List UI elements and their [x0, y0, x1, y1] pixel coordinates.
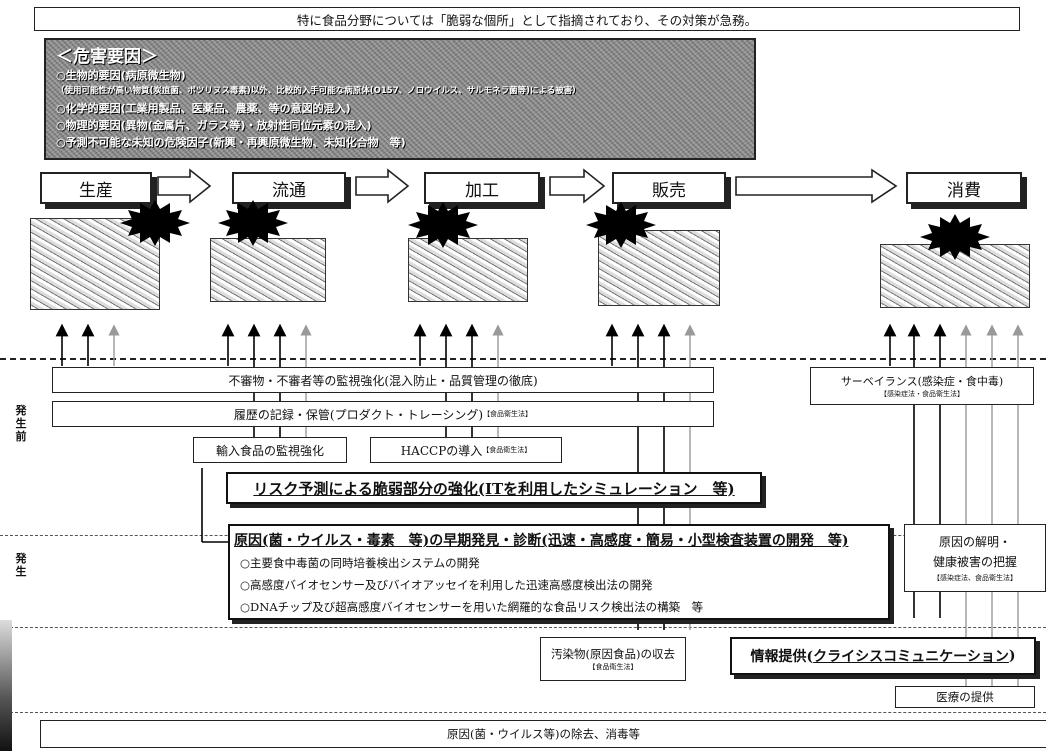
medical-text: 医療の提供 — [936, 690, 994, 704]
hazard-burst-icon — [920, 214, 990, 260]
early-detection-title: 原因(菌・ウイルス・毒素 等)の早期発見・診断(迅速・高感度・簡易・小型検査装置… — [234, 533, 849, 549]
stage-production: 生産 — [40, 172, 152, 204]
surveillance-law: 【感染症法・食品衛生法】 — [880, 390, 964, 398]
processing-illustration — [408, 238, 528, 302]
header-banner: 特に食品分野については「脆弱な個所」として指摘されており、その対策が急務。 — [34, 7, 1020, 31]
monitoring-text: 不審物・不審者等の監視強化(混入防止・品質管理の徹底) — [228, 373, 538, 388]
side-gradient-bar — [0, 620, 12, 751]
disinfection-text: 原因(菌・ウイルス等)の除去、消毒等 — [447, 727, 640, 741]
cause-law: 【感染症法、食品衛生法】 — [933, 574, 1017, 582]
hazard-line: （使用可能性が高い物質(炭疽菌、ボツリヌス毒素)以外、比較的入手可能な病原体(O… — [56, 86, 581, 96]
removal-box: 汚染物(原因食品)の収去 【食品衛生法】 — [540, 637, 686, 681]
haccp-text: HACCPの導入 — [400, 443, 483, 458]
side-label-after: 発生 — [15, 552, 27, 578]
early-detection-box: 原因(菌・ウイルス・毒素 等)の早期発見・診断(迅速・高感度・簡易・小型検査装置… — [228, 524, 890, 620]
hazard-line: ○予測不可能な未知の危険因子(新興・再興原微生物、未知化合物 等) — [56, 136, 406, 149]
stage-label: 消費 — [947, 180, 981, 201]
cause-title-line2: 健康被害の把握 — [932, 555, 1017, 569]
information-provision-box: 情報提供(クライシスコミュニケーション) — [730, 637, 1036, 675]
stage-label: 生産 — [79, 180, 113, 201]
stage-processing: 加工 — [424, 172, 540, 204]
stage-label: 加工 — [465, 180, 499, 201]
hazard-line: ○化学的要因(工業用製品、医薬品、農薬、等の意図的混入) — [56, 102, 351, 115]
stage-consumption: 消費 — [906, 172, 1022, 204]
import-monitoring-text: 輸入食品の監視強化 — [215, 443, 324, 458]
flow-arrow — [355, 168, 410, 204]
stage-label: 流通 — [272, 180, 306, 201]
hazard-burst-icon — [120, 200, 190, 246]
disinfection-bar: 原因(菌・ウイルス等)の除去、消毒等 — [40, 720, 1046, 748]
phase-divider-line — [0, 627, 1046, 628]
removal-law: 【食品衛生法】 — [588, 663, 638, 671]
hazard-line: ○物理的要因(異物(金属片、ガラス等)・放射性同位元素の混入) — [56, 119, 372, 132]
phase-divider-line — [0, 712, 1046, 713]
hazard-title: ＜危害要因＞ — [56, 47, 158, 67]
distribution-illustration — [210, 238, 326, 302]
stage-flow-arrows — [157, 168, 898, 204]
info-link: クライシスコミュニケーション — [813, 649, 1009, 665]
haccp-law: 【食品衛生法】 — [482, 446, 532, 454]
header-text: 特に食品分野については「脆弱な個所」として指摘されており、その対策が急務。 — [296, 12, 758, 28]
risk-prediction-box: リスク予測による脆弱部分の強化(ITを利用したシミュレーション 等) — [226, 472, 762, 504]
traceability-bar: 履歴の記録・保管(プロダクト・トレーシング) 【食品衛生法】 — [52, 401, 714, 427]
haccp-box: HACCPの導入 【食品衛生法】 — [370, 437, 562, 463]
stage-label: 販売 — [652, 180, 686, 201]
traceability-law: 【食品衛生法】 — [483, 410, 533, 418]
removal-text: 汚染物(原因食品)の収去 — [551, 647, 675, 661]
phase-divider-line — [0, 358, 1046, 360]
cause-title-line1: 原因の解明・ — [938, 535, 1011, 549]
cause-investigation-box: 原因の解明・ 健康被害の把握 【感染症法、食品衛生法】 — [904, 524, 1046, 592]
early-detection-item: ○高感度バイオセンサー及びバイオアッセイを利用した迅速高感度検出法の開発 — [240, 578, 653, 592]
side-label-before: 発生前 — [15, 404, 27, 443]
hazard-burst-icon — [408, 202, 478, 248]
info-prefix: 情報提供( — [750, 649, 814, 665]
traceability-text: 履歴の記録・保管(プロダクト・トレーシング) — [233, 407, 484, 422]
hazard-factors-panel: ＜危害要因＞ ○生物的要因(病原微生物) （使用可能性が高い物質(炭疽菌、ボツリ… — [44, 38, 756, 160]
hazard-line: ○生物的要因(病原微生物) — [56, 69, 186, 82]
import-monitoring-box: 輸入食品の監視強化 — [193, 437, 347, 463]
stage-retail: 販売 — [612, 172, 726, 204]
hazard-burst-icon — [586, 202, 656, 248]
surveillance-box: サーベイランス(感染症・食中毒) 【感染症法・食品衛生法】 — [810, 367, 1034, 405]
hazard-burst-icon — [218, 200, 288, 246]
surveillance-text: サーベイランス(感染症・食中毒) — [840, 375, 1004, 388]
medical-care-box: 医療の提供 — [895, 686, 1035, 708]
early-detection-item: ○DNAチップ及び超高感度バイオセンサーを用いた網羅的な食品リスク検出法の構築 … — [240, 600, 704, 614]
monitoring-bar: 不審物・不審者等の監視強化(混入防止・品質管理の徹底) — [52, 367, 714, 393]
flow-arrow — [549, 168, 606, 204]
flow-arrow — [735, 168, 898, 204]
risk-prediction-text: リスク予測による脆弱部分の強化(ITを利用したシミュレーション 等) — [253, 479, 735, 498]
info-suffix: ) — [1008, 648, 1016, 664]
stage-distribution: 流通 — [232, 172, 346, 204]
early-detection-item: ○主要食中毒菌の同時培養検出システムの開発 — [240, 556, 480, 570]
flow-arrow — [157, 168, 212, 204]
